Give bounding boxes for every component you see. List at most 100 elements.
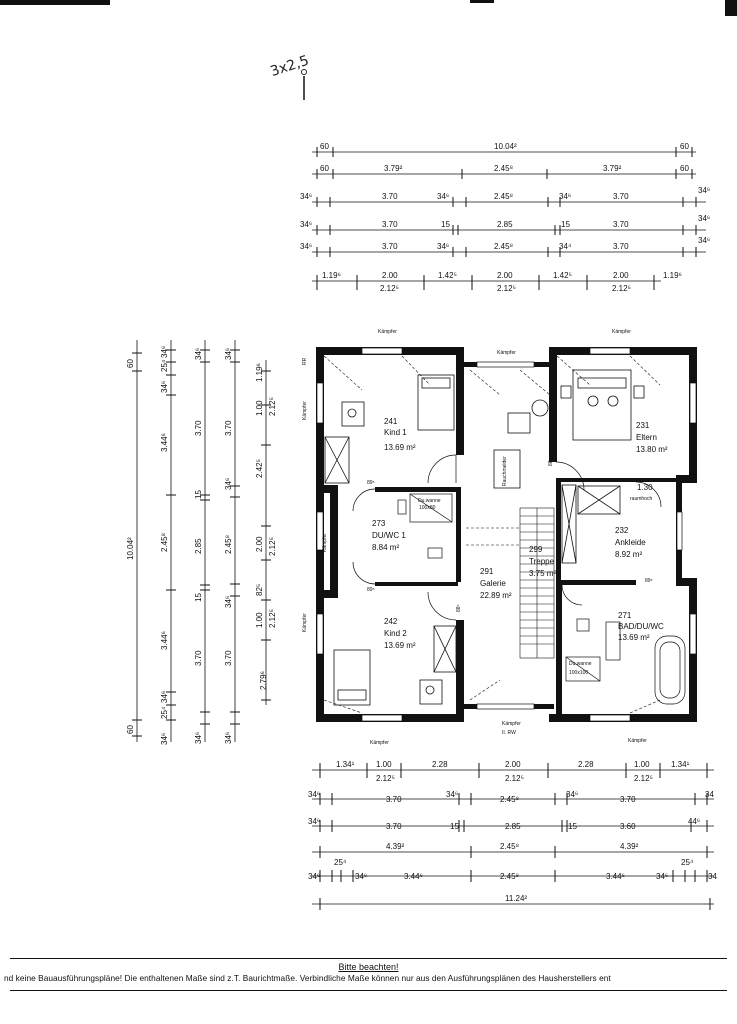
kaempfer-label: Kämpfer <box>378 329 397 335</box>
room-number: 271 <box>618 611 632 620</box>
dim-label: 34⁶ <box>224 732 233 744</box>
dim-label: 3.70 <box>194 420 203 436</box>
dim-label: 1.00 <box>634 760 650 769</box>
dim-label: 34⁶ <box>160 346 169 358</box>
dim-label: 34⁴ <box>559 242 572 251</box>
bathroom-fixtures <box>397 493 686 705</box>
dim-label: 34⁶ <box>437 242 449 251</box>
duwanne-size: 100x80 <box>419 505 436 511</box>
dim-label: 60 <box>680 164 689 173</box>
dim-label: 2.45⁸ <box>494 192 513 201</box>
notice-title: Bitte beachten! <box>338 962 399 972</box>
dim-label: 10.04² <box>126 537 135 560</box>
dim-label: 2.12⁵ <box>268 537 277 556</box>
room-area: 8.92 m² <box>615 550 642 559</box>
dim-label: 3.44⁶ <box>160 631 169 650</box>
dim-label: 2.00 <box>613 271 629 280</box>
dim-label: 34⁶ <box>300 220 312 229</box>
kaempfer-label: Kämpfer <box>302 613 308 632</box>
dim-label: 25⁴ <box>681 858 694 867</box>
dim-label: 2.85 <box>505 822 521 831</box>
dim-label: 1.34¹ <box>336 760 355 769</box>
dim-label: 34⁶ <box>194 348 203 360</box>
room-number: 242 <box>384 617 398 626</box>
room-area: 13.69 m² <box>384 443 416 452</box>
dim-label: 34⁶ <box>698 214 710 223</box>
room-name: Kind 1 <box>384 428 407 437</box>
room-name: BAD/DU/WC <box>618 622 664 631</box>
dim-label: 3.70 <box>613 220 629 229</box>
dim-label: 60 <box>320 142 329 151</box>
dim-label: 60 <box>320 164 329 173</box>
dim-label: 11.24² <box>505 894 527 903</box>
shower-bad <box>565 656 601 682</box>
dim-label: 15 <box>194 490 203 499</box>
room-area: 13.69 m² <box>384 641 416 650</box>
furniture <box>324 369 645 706</box>
dim-label: 34⁶ <box>224 596 233 608</box>
room-number: 291 <box>480 567 494 576</box>
bottom-dimension-labels: 1.34¹ 1.00 2.28 2.00 2.28 1.00 1.34¹ 2.1… <box>308 760 717 903</box>
dim-label: 34⁶ <box>355 872 367 881</box>
dim-130: 1.30 <box>637 483 653 492</box>
dim-label: 34 <box>705 790 714 799</box>
rr-label: RR <box>302 357 308 365</box>
dim-label: 2.85 <box>497 220 513 229</box>
chair-galerie <box>507 412 531 434</box>
room-area: 8.84 m² <box>372 543 399 552</box>
dim-label: 1.00 <box>255 612 264 628</box>
room-number: 273 <box>372 519 386 528</box>
dim-label: 34⁶ <box>300 242 312 251</box>
dim-label: 25⁴ <box>160 359 169 372</box>
dim-label: 3.44⁶ <box>606 872 625 881</box>
bottom-dimensions <box>312 763 714 910</box>
dim-label: 1.00 <box>255 400 264 416</box>
dim-label: 2.00 <box>382 271 398 280</box>
dim-label: 34⁶ <box>698 186 710 195</box>
bed-kind1 <box>417 374 455 431</box>
staircase <box>519 507 555 659</box>
dim-label: 2.45⁸ <box>494 164 513 173</box>
room-name: DU/WC 1 <box>372 531 406 540</box>
dim-label: 34 <box>708 872 717 881</box>
dim-label: 3.60 <box>620 822 636 831</box>
bed-kind2 <box>333 649 371 706</box>
dim-label: 2.42⁵ <box>255 459 264 478</box>
kaempfer-label: Kämpfer <box>628 738 647 744</box>
top-dimension-labels: 60 10.04² 60 60 3.79² 2.45⁸ 3.79² 60 34⁶… <box>300 142 710 293</box>
kaempfer-label: Kämpfer <box>497 350 516 356</box>
dim-label: 2.45⁸ <box>160 533 169 552</box>
dim-label: 34⁶ <box>160 733 169 745</box>
dim-label: 34⁶ <box>308 872 320 881</box>
dim-label: 34⁶ <box>160 691 169 703</box>
dim-label: 60 <box>126 359 135 368</box>
annotations: Kämpfer Kämpfer Kämpfer Kämpfer Kämpfer … <box>302 329 653 746</box>
dim-label: 2.28 <box>432 760 448 769</box>
dim-label: 3.79² <box>603 164 622 173</box>
duwanne-label: Du.wanne <box>418 498 441 504</box>
desk-kind2 <box>419 679 443 705</box>
dim-label: 3.70 <box>382 242 398 251</box>
dim-label: 1.42⁵ <box>438 271 457 280</box>
dim-label: 15 <box>450 822 459 831</box>
room-labels: 241 Kind 1 13.69 m² 231 Eltern 13.80 m² … <box>372 417 668 650</box>
duwanne-label: Du.wanne <box>569 661 592 667</box>
dim-label: 2.45⁸ <box>494 242 513 251</box>
toilet-bad <box>576 618 590 632</box>
room-number: 299 <box>529 545 543 554</box>
room-name: Galerie <box>480 579 506 588</box>
shower-du-wc1 <box>409 493 453 523</box>
dim-label: 2.12⁵ <box>505 774 524 783</box>
dim-label: 2.45⁸ <box>224 535 233 554</box>
dim-label: 2.00 <box>497 271 513 280</box>
room-area: 22.89 m² <box>480 591 512 600</box>
dim-label: 3.70 <box>382 192 398 201</box>
dim-label: 2.12⁵ <box>634 774 653 783</box>
room-number: 231 <box>636 421 650 430</box>
dim-label: 34⁶ <box>446 790 458 799</box>
dim-label: 34⁶ <box>160 381 169 393</box>
dim-label: 60 <box>680 142 689 151</box>
dim-label: 3.70 <box>194 650 203 666</box>
wardrobe-kind2 <box>433 625 457 673</box>
dim-label: 2.12⁵ <box>612 284 631 293</box>
